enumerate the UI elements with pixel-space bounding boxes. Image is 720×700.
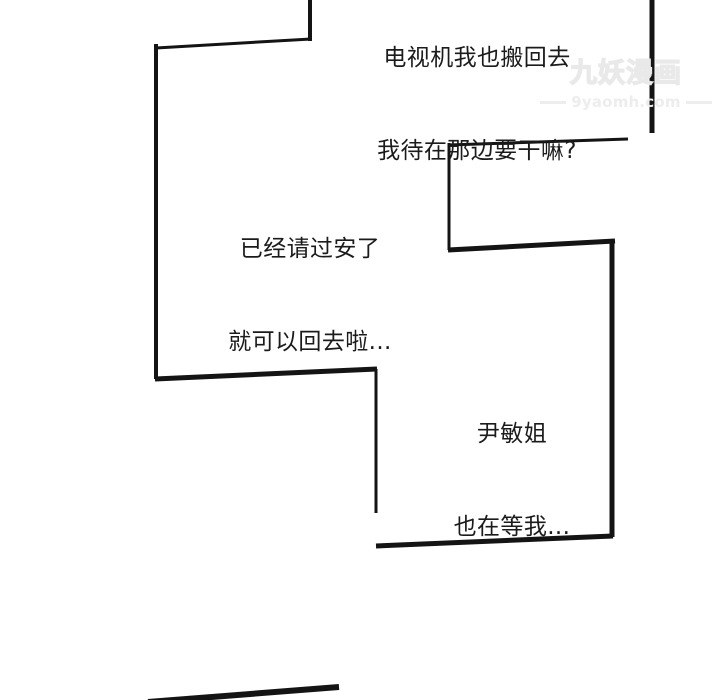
dialogue-text-lower: 尹敏姐 也在等我... [422, 357, 602, 605]
dialogue-text-top: 电视机我也搬回去 我待在那边要干嘛? [352, 0, 602, 229]
dialogue-top-line-2: 我待在那边要干嘛? [377, 138, 577, 164]
dialogue-middle-line-2: 就可以回去啦... [228, 329, 392, 355]
stroke-mid-right-bottom-horizontal [447, 238, 616, 253]
dialogue-lower-line-2: 也在等我... [453, 514, 571, 540]
stroke-bottom-diagonal [147, 684, 340, 700]
watermark-dash-right [685, 101, 712, 104]
dialogue-middle-line-1: 已经请过安了 [239, 236, 381, 262]
dialogue-text-middle: 已经请过安了 就可以回去啦... [205, 172, 415, 420]
stroke-top-left-horizontal [155, 37, 312, 50]
dialogue-top-line-1: 电视机我也搬回去 [383, 45, 571, 71]
dialogue-lower-line-1: 尹敏姐 [476, 421, 548, 447]
